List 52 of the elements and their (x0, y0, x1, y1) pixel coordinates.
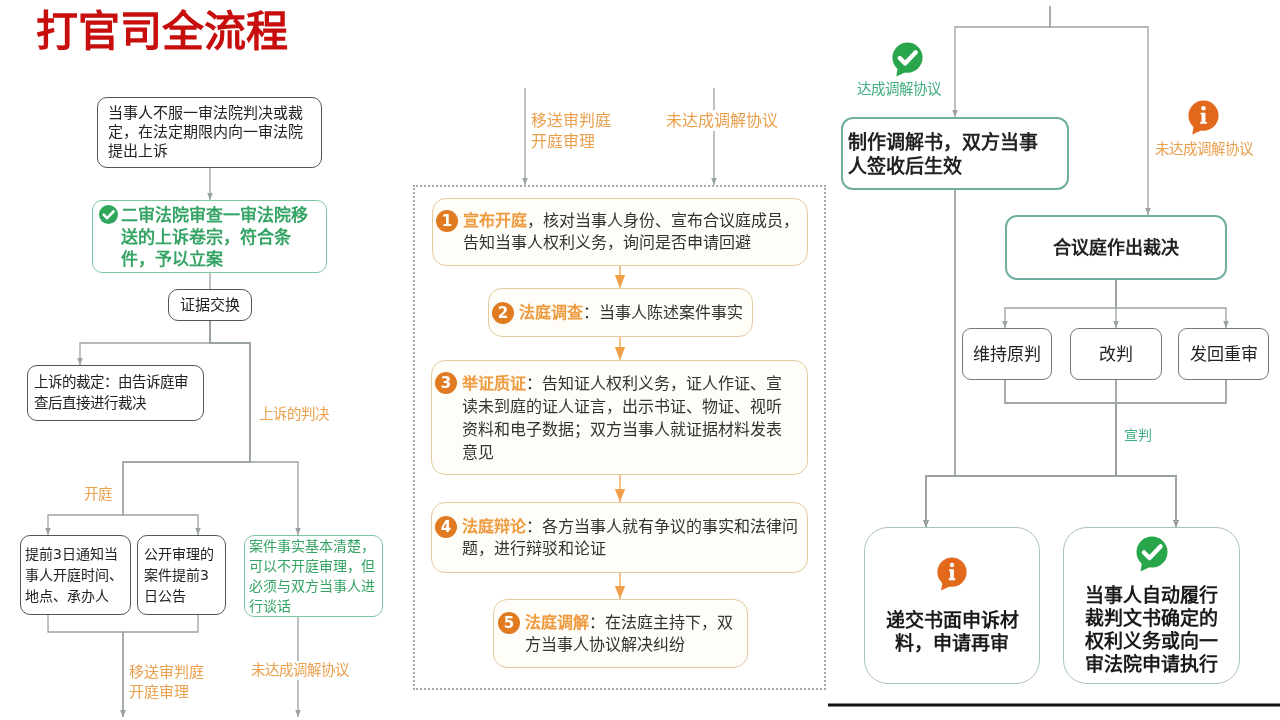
step-number: 3 (435, 372, 457, 394)
result-text: 当事人自动履行裁判文书确定的权利义务或向一审法院申请执行 (1084, 583, 1219, 676)
process-box: 上诉的裁定：由告诉庭审查后直接进行裁决 (27, 365, 204, 421)
step-text: 宣布开庭，核对当事人身份、宣布合议庭成员，告知当事人权利义务，询问是否申请回避 (463, 210, 800, 254)
process-box (92, 200, 327, 273)
connector-line (209, 272, 211, 290)
arrow (614, 474, 626, 503)
arrow (45, 320, 301, 536)
step-number: 5 (498, 611, 520, 634)
dotted-frame (413, 185, 826, 690)
outcome-box: 改判 (1070, 328, 1162, 380)
process-box: 提前3日通知当事人开庭时间、地点、承办人 (20, 535, 131, 615)
arrow (614, 265, 626, 289)
arrow (522, 87, 528, 186)
process-box: 案件事实基本清楚，可以不开庭审理，但必须与双方当事人进行谈话 (244, 535, 383, 617)
edge-label: 未达成调解协议 (1153, 140, 1255, 159)
step-box (431, 360, 808, 475)
process-box: 合议庭作出裁决 (1005, 215, 1227, 280)
arrow (207, 167, 213, 201)
arrow (1049, 5, 1151, 216)
edge-label: 未达成调解协议 (249, 661, 351, 680)
process-box: 公开审理的案件提前3日公告 (137, 535, 226, 615)
result-card (1063, 527, 1240, 684)
title: 打官司全流程 (36, 6, 288, 58)
result-card (864, 527, 1040, 684)
result-text: 递交书面申诉材料，申请再审 (884, 608, 1020, 655)
description-text: 二审法院审查一审法院移送的上诉卷宗，符合条件，予以立案 (121, 203, 309, 270)
process-box: 当事人不服一审法院判决或裁定，在法定期限内向一审法院提出上诉 (97, 97, 322, 168)
edge-label: 宣判 (1122, 426, 1154, 444)
step-number: 1 (436, 210, 458, 232)
arrow (614, 336, 626, 361)
process-box: 制作调解书，双方当事人签收后生效 (841, 117, 1069, 190)
step-text: 法庭调查：当事人陈述案件事实 (519, 301, 744, 324)
edge-label: 开庭 (82, 485, 114, 504)
arrow (120, 614, 199, 718)
edge-label: 达成调解协议 (855, 80, 943, 99)
outcome-box: 维持原判 (962, 328, 1052, 380)
arrow (1115, 279, 1229, 329)
step-number: 4 (435, 515, 457, 538)
process-box: 证据交换 (168, 289, 252, 321)
edge-label: 未达成调解协议 (664, 110, 780, 131)
step-box (493, 599, 748, 668)
step-text: 法庭调解：在法庭主持下，双方当事人协议解决纠纷 (525, 611, 734, 656)
step-box (431, 502, 808, 573)
step-box (432, 198, 808, 266)
step-text: 举证质证：告知证人权利义务，证人作证、宣读未到庭的证人证言，出示书证、物证、视听资料和电子数据；双方当事人就证据材料发表意见 (462, 372, 783, 464)
edge-label: 上诉的判决 (257, 405, 331, 424)
step-box (488, 288, 753, 337)
arrow (614, 572, 626, 600)
step-text: 法庭辩论：各方当事人就有争议的事实和法律问题，进行辩驳和论证 (462, 515, 799, 560)
outcome-box: 发回重审 (1178, 328, 1269, 380)
step-number: 2 (492, 301, 514, 324)
